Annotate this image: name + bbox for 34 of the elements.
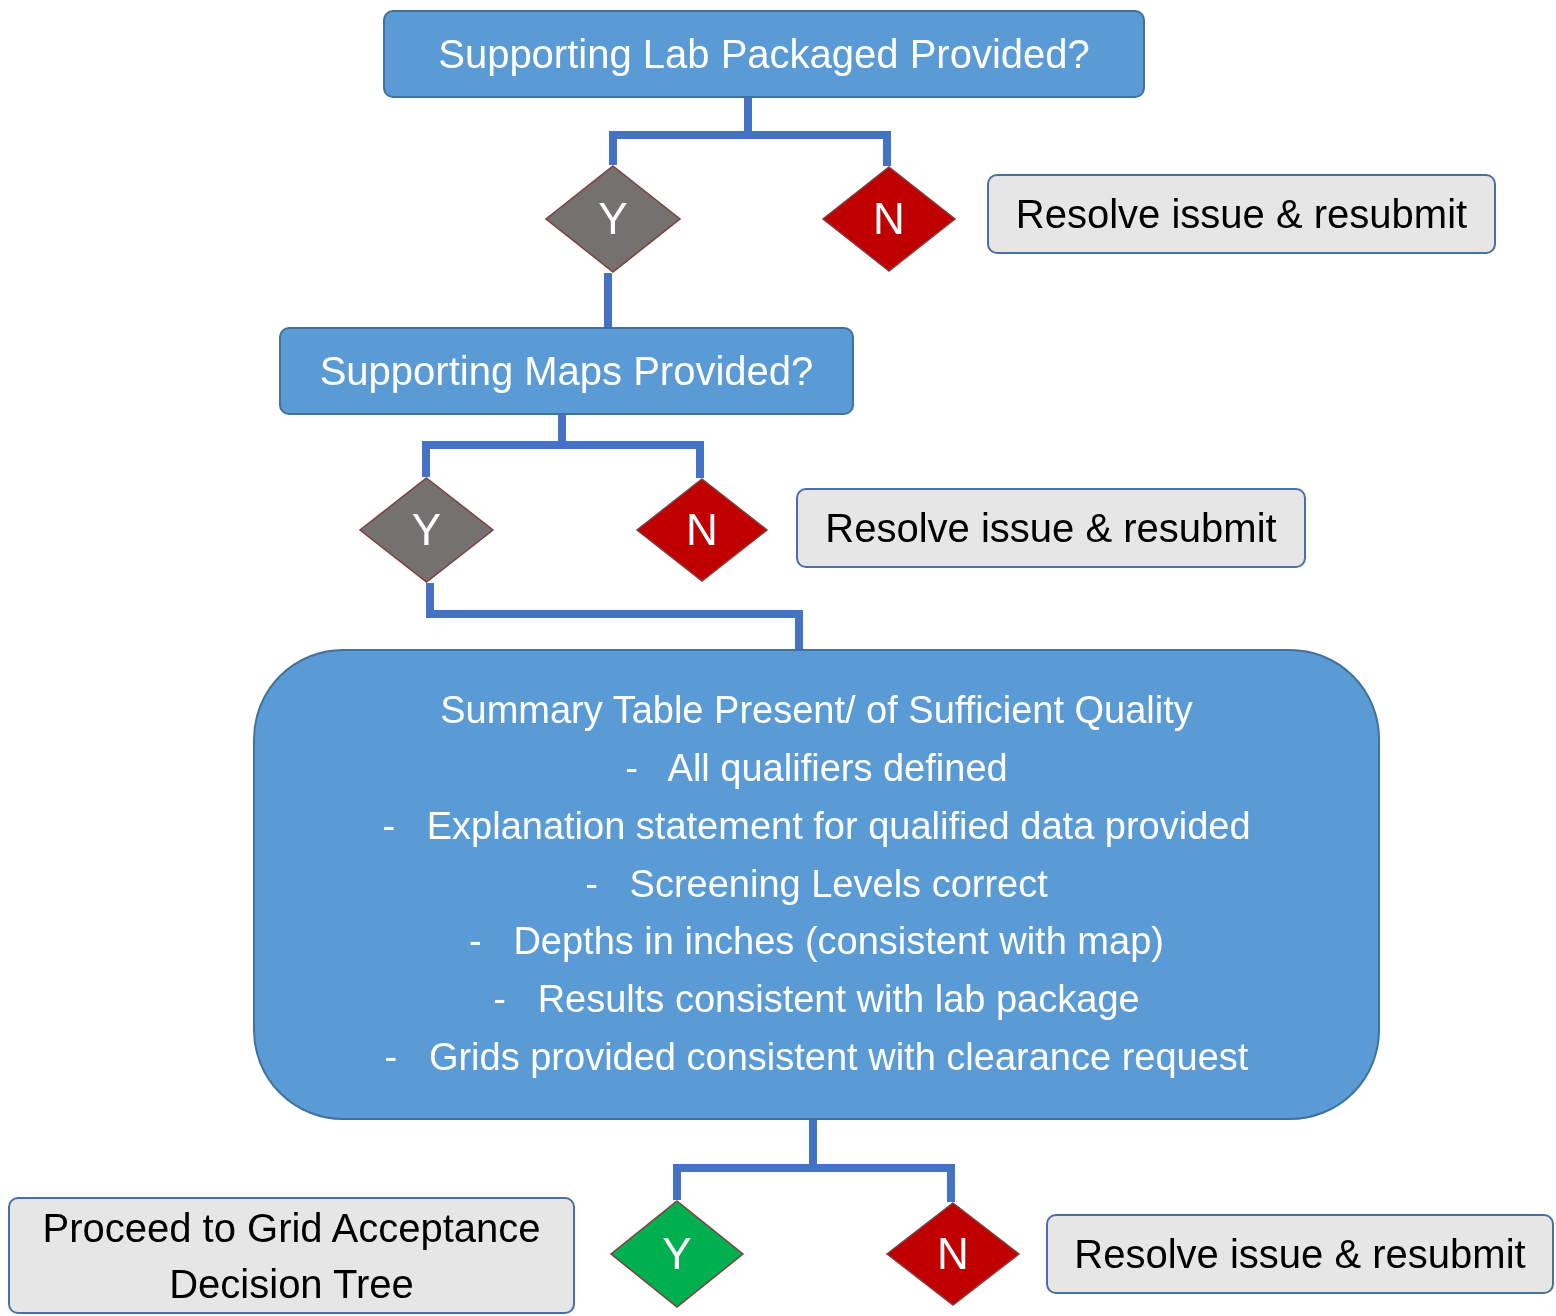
decision-diamond xyxy=(359,477,494,583)
connector-line xyxy=(426,583,803,649)
checklist-item: - Results consistent with lab package xyxy=(493,977,1140,1023)
outcome-box xyxy=(796,488,1306,568)
box-text: Summary Table Present/ of Sufficient Quality xyxy=(440,688,1193,734)
decision-letter: N xyxy=(873,194,905,244)
checklist-item: - All qualifiers defined xyxy=(625,746,1008,792)
decision-letter: N xyxy=(686,505,718,555)
box-text: Supporting Maps Provided? xyxy=(319,348,814,394)
checklist-item: - Explanation statement for qualified data provided xyxy=(382,803,1251,849)
question-box xyxy=(383,10,1145,98)
decision-diamond xyxy=(545,165,681,273)
checklist-item: - Screening Levels correct xyxy=(585,861,1048,907)
connector-line xyxy=(604,273,612,327)
decision-diamond xyxy=(610,1200,744,1308)
decision-diamond xyxy=(886,1202,1020,1306)
decision-letter: N xyxy=(937,1229,969,1279)
decision-diamond xyxy=(822,166,956,272)
box-text: Proceed to Grid Acceptance Decision Tree xyxy=(41,1204,542,1308)
checklist-item: - Depths in inches (consistent with map) xyxy=(469,919,1164,965)
question-box xyxy=(279,327,854,415)
decision-letter: Y xyxy=(598,194,628,244)
decision-diamond xyxy=(636,478,768,582)
checklist-item: - Grids provided consistent with clearance request xyxy=(384,1034,1249,1080)
outcome-box xyxy=(987,174,1496,254)
box-text: Resolve issue & resubmit xyxy=(1074,1231,1526,1278)
outcome-box xyxy=(1046,1214,1554,1294)
box-text: Resolve issue & resubmit xyxy=(1015,191,1468,238)
decision-letter: Y xyxy=(411,505,442,555)
box-text: Supporting Lab Packaged Provided? xyxy=(438,31,1090,77)
box-text: Resolve issue & resubmit xyxy=(825,505,1277,552)
outcome-box xyxy=(8,1197,575,1314)
checklist-box xyxy=(253,649,1380,1120)
decision-letter: Y xyxy=(662,1229,692,1279)
